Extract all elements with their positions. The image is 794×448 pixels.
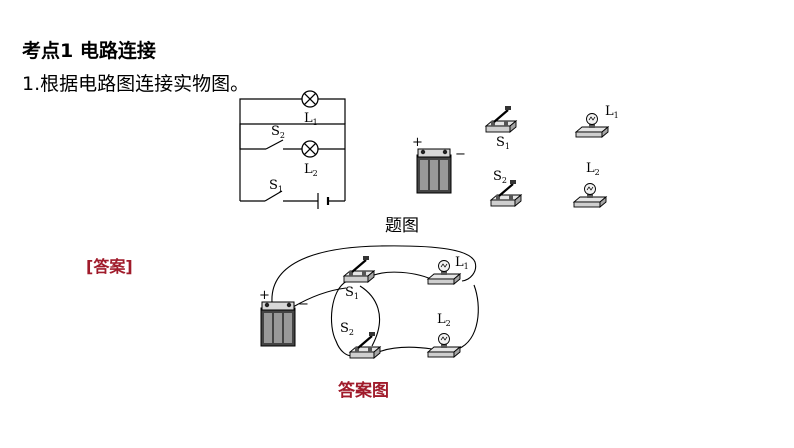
answer-s2-label: S2 [340, 321, 354, 337]
answer-figure-caption: 答案图 [338, 380, 389, 401]
lamp-l2-label: L2 [586, 161, 600, 177]
lamp-l1-symbol [301, 90, 319, 108]
schematic-l2-label: L2 [304, 162, 318, 178]
question-figure-caption: 题图 [385, 216, 419, 236]
schematic-s1-label: S1 [269, 178, 283, 194]
switch-s2-label: S2 [493, 169, 507, 185]
question-text: 1.根据电路图连接实物图。 [22, 73, 250, 95]
answer-lamp-l2 [427, 333, 461, 358]
answer-switch-s2 [348, 330, 382, 360]
battery-component [416, 148, 452, 194]
lamp-l1-component [575, 113, 609, 138]
answer-battery [260, 301, 296, 347]
section-heading: 考点1 电路连接 [22, 40, 156, 62]
schematic-l1-label: L1 [304, 111, 318, 127]
answer-switch-s1 [342, 254, 376, 284]
switch-s1-component [484, 104, 518, 134]
answer-l2-label: L2 [437, 312, 451, 328]
answer-l1-label: L1 [455, 255, 469, 271]
schematic-s2-label: S2 [271, 124, 285, 140]
answer-battery-plus: + [259, 288, 270, 303]
answer-battery-minus: − [298, 297, 309, 312]
lamp-l2-symbol [301, 140, 319, 158]
answer-s1-label: S1 [345, 285, 359, 301]
battery-minus-label: − [455, 147, 466, 162]
schematic-diagram [239, 98, 346, 209]
switch-s1-label: S1 [496, 135, 510, 151]
answer-wires [271, 245, 479, 357]
lamp-l2-component [573, 183, 607, 208]
lamp-l1-label: L1 [605, 104, 619, 120]
answer-tag: [答案] [86, 257, 133, 276]
battery-plus-label: + [412, 135, 423, 150]
